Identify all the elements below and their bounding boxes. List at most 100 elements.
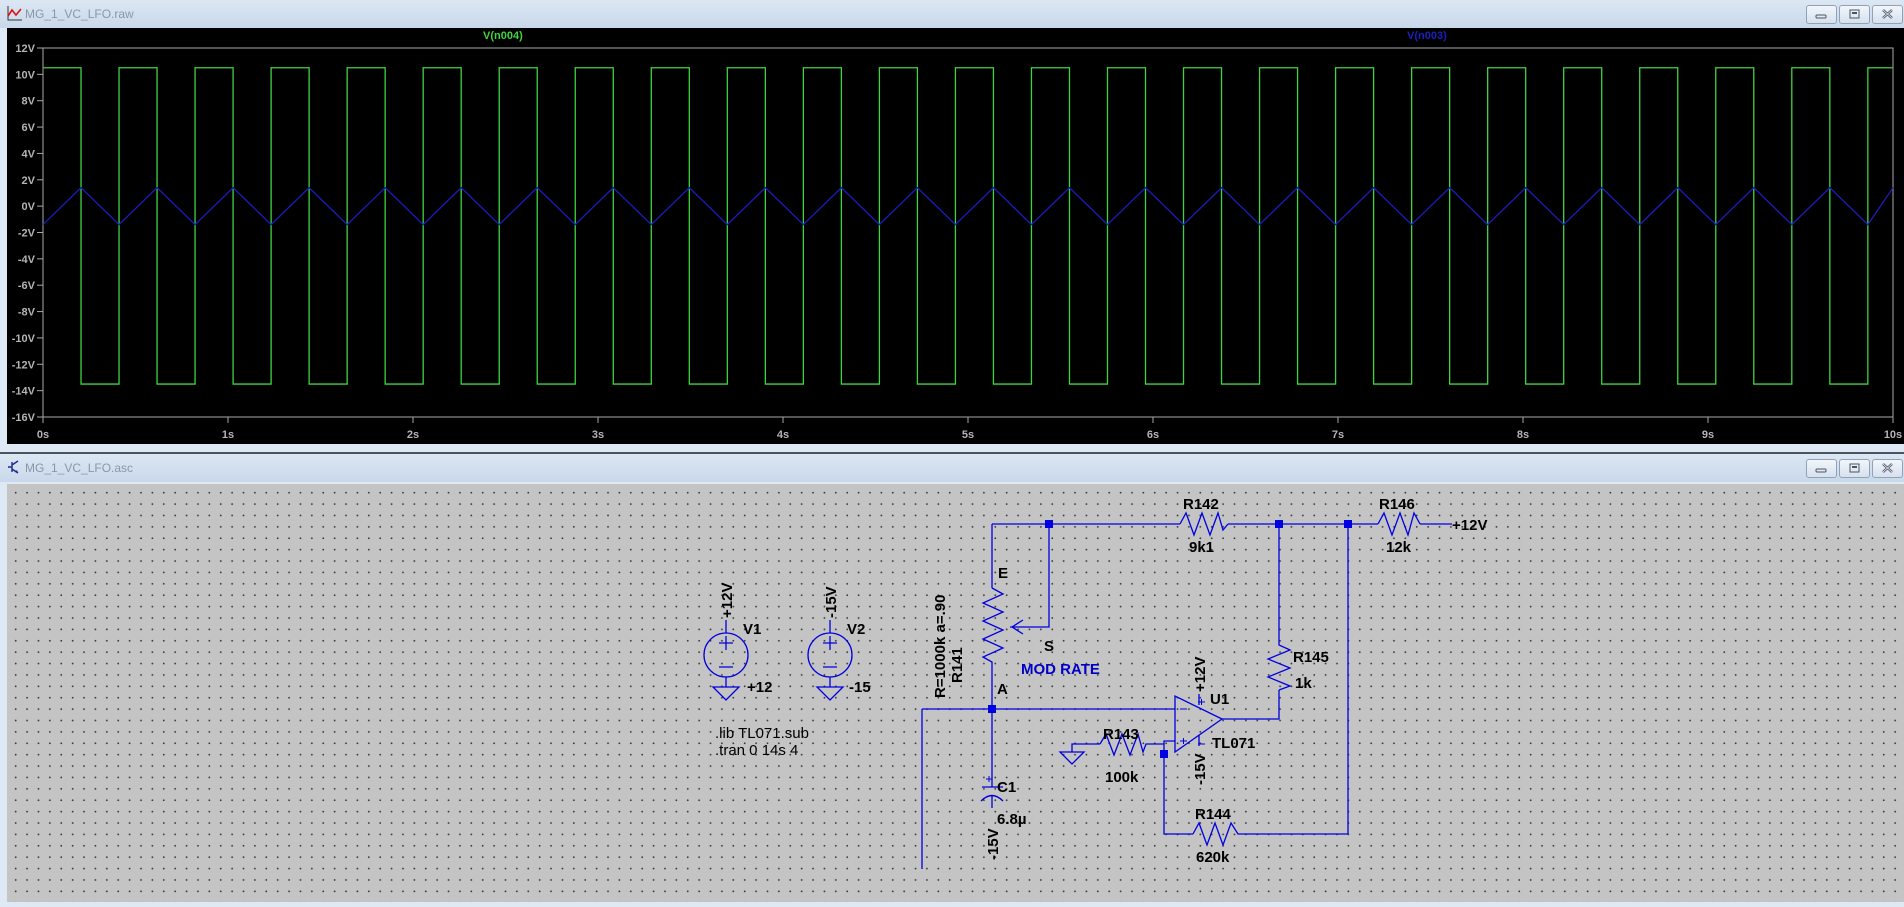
legend-v-n003[interactable]: V(n003) [1407, 30, 1447, 42]
opamp-vneg-label: -15V [1192, 753, 1209, 785]
minimize-button[interactable] [1806, 459, 1837, 478]
close-button[interactable] [1872, 459, 1903, 478]
waveform-chart[interactable]: 12V 10V 8V 6V 4V 2V 0V -2V -4V -6V -8V -10V -12V -14V… [7, 28, 1904, 444]
waveform-titlebar[interactable]: MG_1_VC_LFO.raw [0, 0, 1904, 28]
y-tick-label: -8V [18, 307, 36, 319]
opamp-model[interactable]: TL071 [1212, 735, 1255, 752]
v2-net-label: -15V [823, 586, 840, 618]
x-tick-label: 3s [592, 429, 604, 441]
minimize-icon [1815, 468, 1827, 473]
x-tick-label: 5s [962, 429, 974, 441]
schematic-titlebar[interactable]: MG_1_VC_LFO.asc [0, 454, 1904, 482]
directive-lib[interactable]: .lib TL071.sub [715, 725, 809, 742]
r144-value[interactable]: 620k [1196, 849, 1230, 866]
close-button[interactable] [1872, 5, 1903, 24]
opamp-ref[interactable]: U1 [1210, 691, 1229, 708]
resistor-r145 [1266, 524, 1292, 691]
r145-ref[interactable]: R145 [1293, 649, 1329, 666]
x-tick-label: 10s [1884, 429, 1902, 441]
r146-net-label[interactable]: +12V [1452, 517, 1487, 534]
x-tick-label: 8s [1517, 429, 1529, 441]
pot-pin-a: A [997, 681, 1008, 698]
trace-v-n004 [43, 67, 1893, 385]
wire [1071, 743, 1100, 752]
waveform-icon [7, 6, 22, 21]
maximize-icon [1849, 463, 1860, 473]
junction-dots [988, 520, 1352, 758]
wire [1222, 690, 1280, 720]
pot-value[interactable]: R=1000k a=.90 [932, 595, 949, 698]
x-tick-label: 2s [407, 429, 419, 441]
opamp-vpos-label: +12V [1192, 657, 1209, 692]
y-tick-label: 0V [22, 201, 36, 213]
transistor-icon [8, 460, 19, 474]
wire [1163, 740, 1193, 835]
y-tick-label: -14V [12, 386, 36, 398]
y-tick-label: -10V [12, 333, 36, 345]
ground-icon [711, 686, 741, 701]
v1-ref[interactable]: V1 [743, 621, 761, 638]
resistor-r143 [1099, 731, 1164, 757]
plot-frame [42, 47, 1894, 418]
r144-ref[interactable]: R144 [1195, 806, 1232, 823]
y-tick-label: 12V [15, 43, 35, 55]
mod-rate-label[interactable]: MOD RATE [1021, 661, 1100, 678]
directive-tran[interactable]: .tran 0 14s 4 [715, 742, 798, 759]
y-tick-label: 6V [22, 122, 36, 134]
y-tick-label: 2V [22, 175, 36, 187]
schematic-canvas[interactable]: +12V V1 +12 -15V V2 -15 .lib TL071.sub .… [7, 484, 1904, 902]
close-icon [1882, 463, 1893, 473]
c1-net-label: -15V [985, 828, 1002, 860]
r142-value[interactable]: 9k1 [1189, 539, 1214, 556]
v2-ref[interactable]: V2 [847, 621, 865, 638]
r146-value[interactable]: 12k [1386, 539, 1412, 556]
x-tick-label: 1s [222, 429, 234, 441]
x-tick-label: 7s [1332, 429, 1344, 441]
potentiometer-r141 [981, 587, 1005, 709]
potentiometer-wiper [1010, 524, 1050, 635]
c1-value[interactable]: 6.8µ [997, 811, 1027, 828]
ground-icon [815, 686, 845, 701]
c1-ref[interactable]: C1 [997, 779, 1016, 796]
x-tick-label: 9s [1702, 429, 1714, 441]
v2-value[interactable]: -15 [849, 679, 871, 696]
waveform-window[interactable]: MG_1_VC_LFO.raw 12V 10V 8V 6V 4V 2V 0V -2V -4V -6… [0, 0, 1904, 448]
y-tick-label: -16V [12, 412, 36, 424]
y-tick-label: 10V [15, 69, 35, 81]
y-tick-label: 4V [22, 148, 36, 160]
r143-ref[interactable]: R143 [1103, 726, 1139, 743]
schematic-drawing[interactable]: +12V V1 +12 -15V V2 -15 .lib TL071.sub .… [7, 484, 1904, 902]
x-tick-label: 0s [37, 429, 49, 441]
window-title: MG_1_VC_LFO.raw [25, 7, 134, 21]
minimize-button[interactable] [1806, 5, 1837, 24]
resistor-r146 [1377, 511, 1421, 538]
pot-ref[interactable]: R141 [949, 647, 966, 683]
maximize-icon [1849, 9, 1860, 19]
r143-value[interactable]: 100k [1105, 769, 1139, 786]
y-tick-label: -12V [12, 359, 36, 371]
x-tick-label: 6s [1147, 429, 1159, 441]
window-title: MG_1_VC_LFO.asc [25, 461, 134, 475]
r142-ref[interactable]: R142 [1183, 496, 1219, 513]
x-tick-label: 4s [777, 429, 789, 441]
r146-ref[interactable]: R146 [1379, 496, 1415, 513]
r145-value[interactable]: 1k [1295, 675, 1312, 692]
schematic-window[interactable]: MG_1_VC_LFO.asc [0, 452, 1904, 905]
v1-value[interactable]: +12 [747, 679, 772, 696]
pot-pin-s: S [1044, 638, 1054, 655]
minimize-icon [1815, 14, 1827, 19]
pot-pin-e: E [998, 565, 1008, 582]
y-tick-label: 8V [22, 96, 36, 108]
maximize-button[interactable] [1839, 459, 1870, 478]
voltage-source-v2[interactable] [807, 620, 853, 701]
resistor-r142 [1179, 510, 1229, 537]
trace-v-n003 [42, 186, 1894, 226]
waveform-plot[interactable]: 12V 10V 8V 6V 4V 2V 0V -2V -4V -6V -8V -10V -12V -14V… [7, 28, 1904, 444]
resistor-r144 [1192, 821, 1348, 847]
y-tick-label: -2V [18, 228, 36, 240]
voltage-source-v1[interactable] [703, 620, 749, 701]
legend-v-n004[interactable]: V(n004) [483, 30, 523, 42]
y-tick-label: -4V [18, 254, 36, 266]
maximize-button[interactable] [1839, 5, 1870, 24]
y-tick-label: -6V [18, 280, 36, 292]
